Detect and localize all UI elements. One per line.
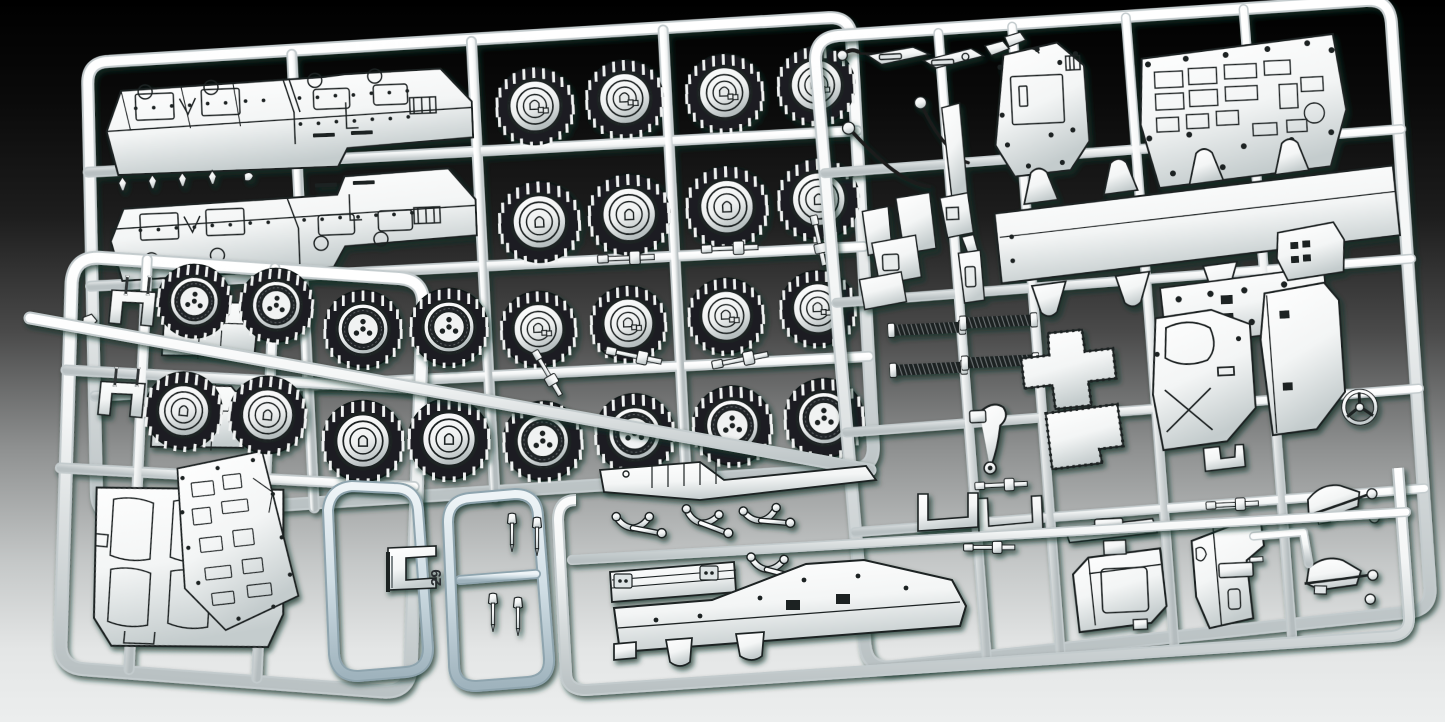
part-bracket-u — [96, 289, 157, 419]
part-small-fitting — [974, 477, 1029, 493]
part-wheel-hub — [514, 412, 571, 469]
part-pin-rivet — [487, 592, 499, 633]
part-mid-fittings — [938, 102, 986, 304]
part-wheel-hub — [336, 302, 390, 356]
part-radiator-block — [1071, 539, 1168, 634]
part-bracket-hook — [976, 443, 1247, 539]
part-upper-fitting — [1276, 221, 1346, 282]
part-chassis-detail-plate — [1139, 32, 1348, 190]
part-bulkhead-plate — [994, 41, 1091, 178]
part-wheel-hub — [699, 289, 753, 343]
part-wheel-hub — [601, 296, 656, 351]
part-cross-member-plate — [1019, 328, 1118, 411]
part-wheel-hub — [507, 78, 563, 134]
part-wheel-hub — [335, 413, 391, 469]
part-suspension-spring — [958, 312, 1038, 331]
part-steering-yoke — [612, 513, 666, 538]
part-wheel-hub — [511, 302, 566, 356]
runner-loop-bottom-centre — [552, 467, 1416, 696]
runner-loop-tinted — [441, 487, 556, 693]
part-small-fitting — [963, 540, 1016, 554]
part-bracket-29 — [386, 545, 437, 592]
part-bracket-u-bottom — [917, 492, 979, 532]
sprue-c-right-detail — [809, 0, 1437, 674]
part-firewall-panel — [1190, 520, 1265, 630]
part-steering-wheel — [1341, 388, 1379, 426]
runner-loop-tinted — [321, 479, 435, 683]
part-suspension-spring — [887, 319, 967, 339]
part-wheel-hub — [698, 177, 756, 236]
part-chassis-frame-rail — [612, 558, 968, 667]
part-small-pips — [117, 169, 255, 192]
part-hull-brace — [598, 461, 878, 501]
part-wheel-hub — [510, 193, 569, 251]
part-number-29-label: 29 — [428, 569, 445, 586]
part-pin-rivet — [512, 596, 524, 637]
part-pin-rivet — [506, 512, 518, 553]
part-wheel-hub — [597, 71, 653, 126]
part-cross-member-plate — [1044, 402, 1125, 471]
part-seat — [1306, 484, 1381, 525]
part-exhaust-muffler — [609, 561, 737, 603]
part-small-fittings-left — [858, 191, 937, 311]
part-side-armour-panel — [1259, 281, 1347, 437]
part-steering-yoke — [679, 504, 737, 538]
part-suspension-spring — [889, 359, 969, 379]
part-steering-yoke — [739, 502, 795, 533]
part-bent-tube — [1248, 527, 1314, 569]
part-wheel-hub — [422, 300, 476, 354]
part-seat — [1304, 557, 1379, 605]
part-wheel-hub — [600, 185, 658, 244]
part-wheel-hub — [421, 411, 477, 467]
part-hull-upper-half — [105, 67, 475, 177]
part-wheel-hub — [697, 65, 752, 121]
part-hull-lower-half — [109, 167, 478, 283]
part-gear-lever — [968, 403, 1007, 475]
part-engine-bay-plate — [176, 449, 300, 632]
foreground-bottom-group: 29 — [23, 311, 1416, 696]
part-wheel-hub — [790, 170, 848, 228]
part-small-detail-bars — [865, 31, 1027, 69]
part-inner-wall-panel — [1151, 308, 1257, 452]
